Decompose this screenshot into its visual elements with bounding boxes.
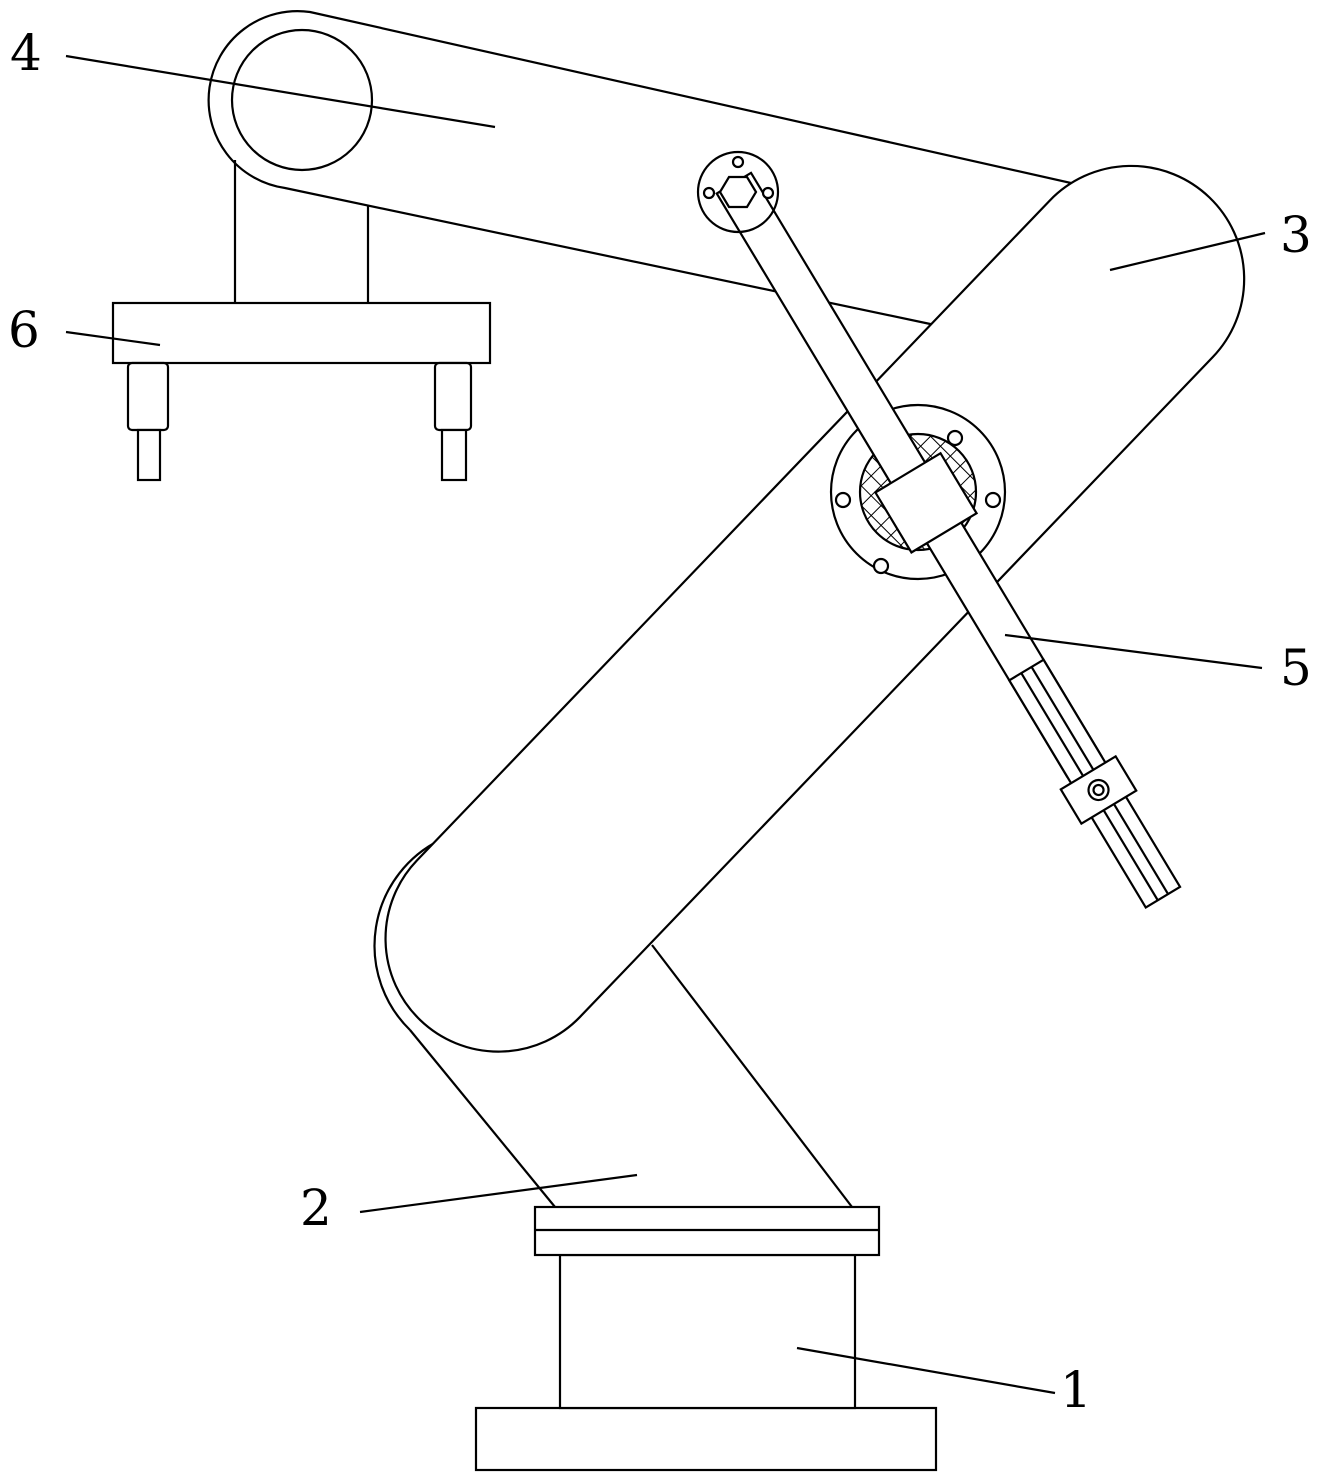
rod-sleeve: [873, 451, 979, 554]
label-4: 4: [10, 24, 42, 82]
upper-arm: [207, 10, 1083, 327]
label-1: 1: [1060, 1361, 1092, 1419]
label-5: 5: [1280, 639, 1312, 697]
pivot-circle: [230, 28, 374, 172]
rod-clamp: [1059, 754, 1138, 826]
label-2: 2: [300, 1179, 332, 1237]
lower-link: [409, 944, 853, 1208]
support-rod: [715, 171, 1182, 909]
base: [474, 1205, 938, 1472]
label-3: 3: [1280, 206, 1312, 264]
label-6: 6: [8, 301, 40, 359]
gripper: [111, 160, 492, 482]
top-joint: [696, 150, 780, 234]
leader-lines: [65, 54, 1266, 1395]
main-arm: [373, 164, 1246, 1053]
